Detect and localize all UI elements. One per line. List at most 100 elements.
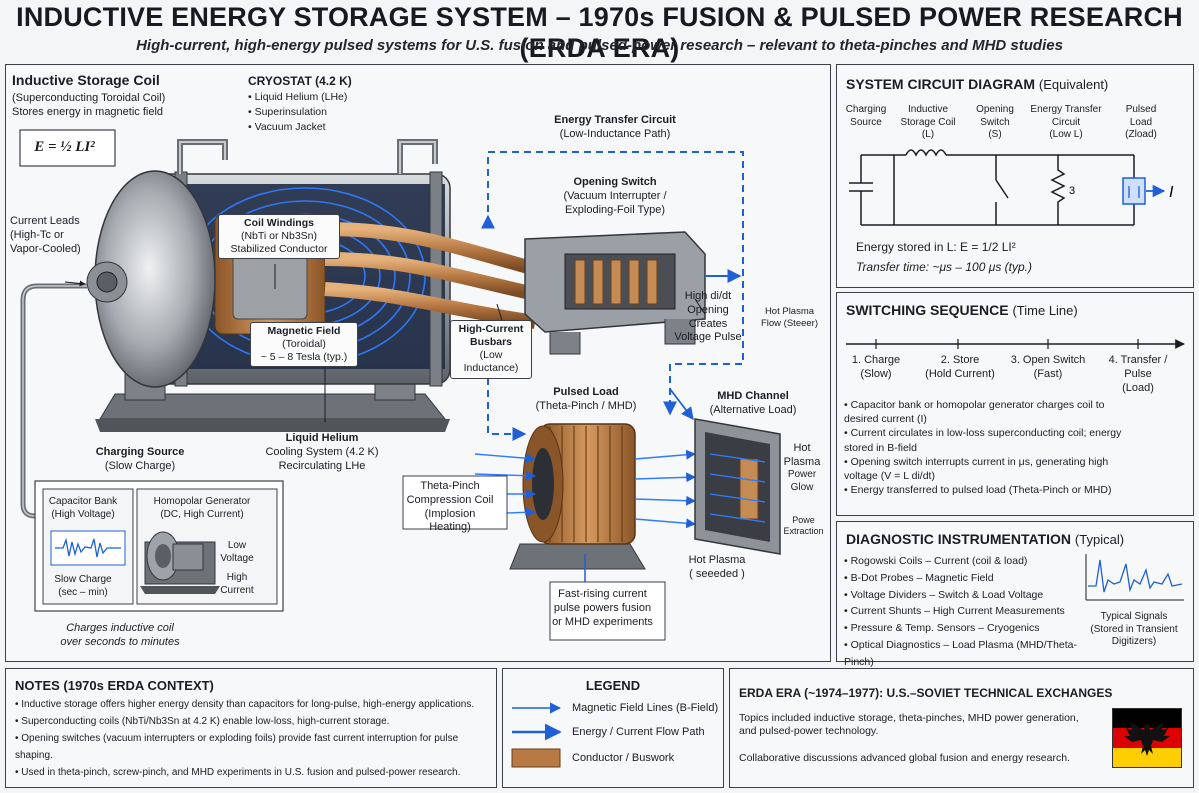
switching-heading: SWITCHING SEQUENCE (Time Line) (846, 302, 1078, 318)
notes-item: Inductive storage offers higher energy d… (15, 696, 493, 713)
switching-step-1: 1. Charge (Slow) (851, 354, 901, 380)
charging-caption: Charges inductive coil over seconds to m… (60, 622, 180, 648)
typical-signal-plot (1085, 554, 1184, 601)
homopolar-generator-graphic (140, 531, 220, 594)
diagnostics-item: Optical Diagnostics – Load Plasma (MHD/T… (844, 637, 1089, 671)
legend-panel (502, 668, 724, 788)
fast-rising-label: Fast-rising current pulse powers fusion … (552, 588, 653, 628)
cryostat-item: Liquid Helium (LHe) (248, 90, 348, 105)
coil-line2: Stores energy in magnetic field (12, 106, 164, 118)
circuit-schematic: 3 I (849, 149, 1174, 226)
circuit-label-source: Charging Source (845, 104, 887, 128)
switch-symbol (995, 155, 1009, 225)
theta-pinch-label-box (402, 475, 508, 530)
coil-line1: (Superconducting Toroidal Coil) (12, 92, 166, 104)
switching-timeline (846, 339, 1185, 349)
charging-source-heading: Charging Source (Slow Charge) (95, 446, 185, 472)
diagnostics-list: Rogowski Coils – Current (coil & load) B… (844, 553, 1089, 671)
typical-signal-waveform (1088, 559, 1183, 593)
flag-emblem (1112, 708, 1182, 768)
legend-swatches (511, 702, 562, 768)
busbars-label: High-Current Busbars (Low Inductance) (450, 320, 532, 379)
legend-item-flow: Energy / Current Flow Path (572, 726, 705, 738)
low-voltage-label: Low Voltage (220, 540, 254, 564)
switching-step-4: 4. Transfer / Pulse (Load) (1108, 354, 1168, 394)
current-leads-label: Current Leads (High-Tc or Vapor-Cooled) (10, 215, 81, 255)
circuit-energy-line: Energy stored in L: E = 1/2 LI² (856, 240, 1016, 254)
eagle-icon (1124, 722, 1170, 756)
circuit-label-coil: Inductive Storage Coil (L) (900, 104, 956, 140)
high-current-label: High Current (220, 572, 254, 596)
cryostat-item: Superinsulation (248, 105, 347, 120)
homopolar-label: Homopolar Generator (DC, High Current) (153, 496, 251, 520)
erda-heading: ERDA ERA (~1974–1977): U.S.–SOVIET TECHN… (739, 686, 1113, 700)
capacitor-bank-label: Capacitor Bank (High Voltage) (48, 496, 118, 520)
switching-bullet: Opening switch interrupts current in μs,… (844, 455, 1124, 483)
pulsed-load-label: Pulsed Load (Theta-Pinch / MHD) (535, 386, 637, 412)
diagnostics-item: Pressure & Temp. Sensors – Cryogenics (844, 620, 1089, 637)
diagnostics-item: Current Shunts – High Current Measuremen… (844, 603, 1089, 620)
power-glow-label: Power Glow (787, 469, 817, 493)
legend-conductor-swatch (511, 748, 561, 768)
opening-switch-graphic (524, 231, 742, 355)
erda-line2: Collaborative discussions advanced globa… (739, 752, 1070, 764)
theta-pinch-coil-graphic (474, 423, 696, 570)
high-current-busbars (324, 222, 537, 329)
energy-transfer-path (487, 151, 744, 416)
slow-charge-label: Slow Charge (sec – min) (54, 574, 112, 598)
circuit-label-load: Pulsed Load (Zload) (1125, 104, 1157, 140)
notes-heading: NOTES (1970s ERDA CONTEXT) (15, 678, 214, 693)
cryostat-heading: CRYOSTAT (4.2 K) (248, 74, 352, 88)
main-illustration (19, 129, 781, 641)
cryostat-item: Vacuum Jacket (248, 120, 347, 135)
circuit-label-transfer: Energy Transfer Circuit (Low L) (1030, 104, 1102, 140)
mhd-channel-label: MHD Channel (Alternative Load) (709, 390, 797, 416)
cryostat-endcap (86, 170, 216, 388)
erda-line1: Topics included inductive storage, theta… (739, 712, 1079, 738)
energy-transfer-label: Energy Transfer Circuit (Low-Inductance … (554, 114, 676, 140)
inductor-symbol (905, 149, 947, 157)
formula-box (19, 129, 116, 167)
mhd-channel-graphic (669, 388, 781, 555)
diagnostics-item: Voltage Dividers – Switch & Load Voltage (844, 587, 1089, 604)
diagnostics-item: B-Dot Probes – Magnetic Field (844, 570, 1089, 587)
slow-charge-waveform (55, 537, 121, 558)
legend-item-field: Magnetic Field Lines (B-Field) (572, 702, 719, 714)
page-subtitle: High-current, high-energy pulsed systems… (136, 37, 1063, 54)
legend-heading: LEGEND (585, 678, 641, 693)
coil-formula: E = ½ LI² (34, 139, 95, 155)
page-title: INDUCTIVE ENERGY STORAGE SYSTEM – 1970s … (16, 2, 1183, 63)
switching-bullets: Capacitor bank or homopolar generator ch… (844, 398, 1124, 497)
typical-signals-label: Typical Signals (Stored in Transient Dig… (1090, 611, 1178, 647)
resistor-label: 3 (1069, 185, 1075, 197)
hot-plasma-right-label: Hot Plasma (783, 442, 821, 468)
hot-plasma-flow-label: Hot Plasma Flow (Steeer) (760, 306, 818, 329)
notes-item: Opening switches (vacuum interrupters or… (15, 730, 493, 764)
hot-plasma-seeded-label: Hot Plasma ( seeeded ) (688, 554, 746, 580)
load-symbol (1122, 177, 1146, 205)
notes-item: Superconducting coils (NbTi/Nb3Sn at 4.2… (15, 713, 493, 730)
legend-item-conductor: Conductor / Buswork (572, 752, 675, 764)
circuit-label-switch: Opening Switch (S) (976, 104, 1014, 140)
busbar-to-load-path (487, 354, 527, 441)
circuit-heading: SYSTEM CIRCUIT DIAGRAM (Equivalent) (846, 76, 1109, 92)
coil-heading: Inductive Storage Coil (12, 72, 160, 88)
power-extraction-label: Powe Extraction (783, 515, 824, 537)
notes-list: Inductive storage offers higher energy d… (15, 696, 493, 781)
fast-rising-box (549, 581, 666, 641)
switching-bullet: Energy transferred to pulsed load (Theta… (844, 483, 1124, 497)
high-didt-label: High di/dt Opening Creates Voltage Pulse (674, 290, 742, 344)
magnetic-field-label: Magnetic Field (Toroidal) ~ 5 – 8 Tesla … (250, 322, 358, 368)
circuit-transfer-line: Transfer time: ~μs – 100 μs (typ.) (856, 260, 1032, 274)
diagnostics-item: Rogowski Coils – Current (coil & load) (844, 553, 1089, 570)
resistor-symbol (1050, 155, 1066, 225)
theta-pinch-label: Theta-Pinch Compression Coil (Implosion … (406, 480, 494, 534)
switching-step-3: 3. Open Switch (Fast) (1010, 354, 1086, 380)
diagnostics-heading: DIAGNOSTIC INSTRUMENTATION (Typical) (846, 531, 1125, 547)
current-symbol-label: I (1169, 184, 1174, 201)
switching-bullet: Capacitor bank or homopolar generator ch… (844, 398, 1124, 426)
coil-windings-label: Coil Windings (NbTi or Nb3Sn) Stabilized… (218, 214, 340, 260)
switching-bullet: Current circulates in low-loss supercond… (844, 426, 1124, 454)
opening-switch-label: Opening Switch (Vacuum Interrupter / Exp… (563, 176, 667, 216)
notes-item: Used in theta-pinch, screw-pinch, and MH… (15, 764, 493, 781)
